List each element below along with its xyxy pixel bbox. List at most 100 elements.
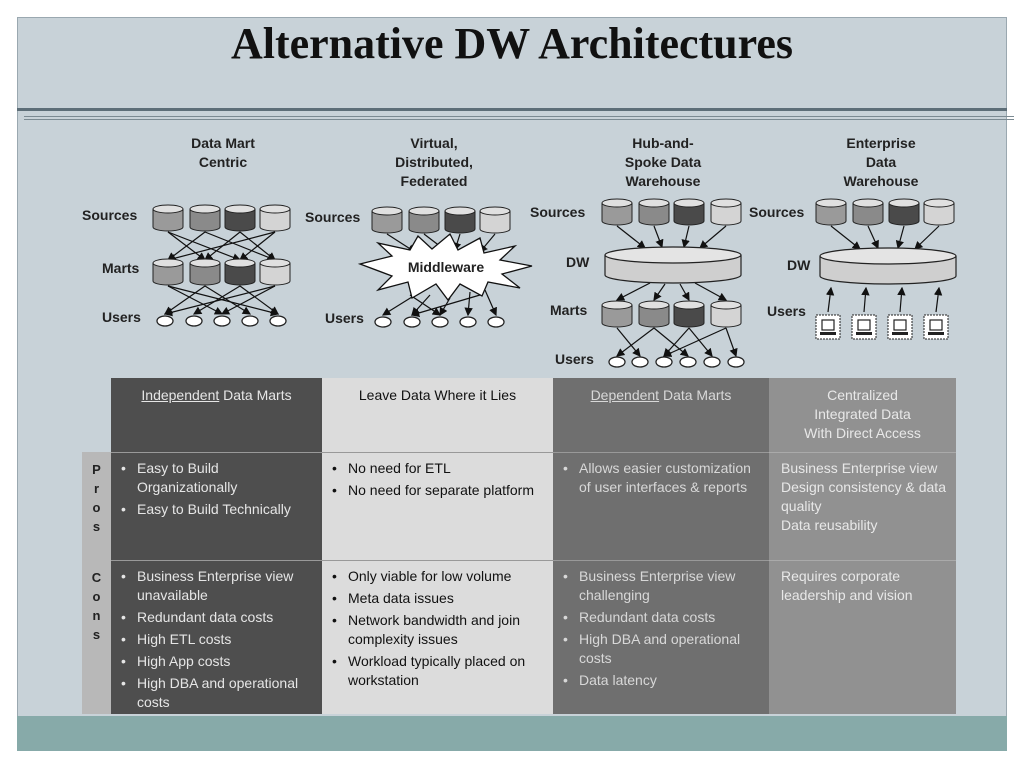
header-dependent-data-marts: Dependent Data Marts bbox=[553, 378, 769, 452]
user-icon bbox=[374, 316, 392, 328]
mart-cylinder bbox=[710, 300, 742, 328]
flow-arrow bbox=[653, 283, 666, 301]
cons-letter: n bbox=[92, 608, 101, 623]
user-icon bbox=[213, 315, 231, 327]
col4-title-line: Warehouse bbox=[844, 173, 919, 189]
flow-arrow bbox=[464, 291, 473, 317]
header-text: Leave Data Where it Lies bbox=[358, 387, 517, 403]
flow-arrow bbox=[616, 225, 646, 249]
flow-arrow bbox=[830, 225, 861, 250]
mart-cylinder bbox=[673, 300, 705, 328]
mart-cylinder bbox=[601, 300, 633, 328]
workstation-icon bbox=[923, 314, 949, 340]
cons-item: Requires corporate leadership and vision bbox=[781, 568, 913, 603]
flow-arrow bbox=[694, 282, 728, 301]
pros-dependent-cell: Allows easier customization of user inte… bbox=[553, 452, 769, 560]
pros-federated-cell: No need for ETL No need for separate pla… bbox=[322, 452, 553, 560]
flow-arrow bbox=[867, 225, 879, 250]
flow-arrow bbox=[679, 283, 690, 302]
flow-arrow bbox=[897, 286, 906, 313]
cons-centralized-cell: Requires corporate leadership and vision bbox=[769, 560, 956, 714]
source-cylinder bbox=[408, 206, 440, 234]
col2-users-label: Users bbox=[325, 310, 364, 326]
col4-title-line: Enterprise bbox=[846, 135, 915, 151]
col2-title: Virtual, Distributed, Federated bbox=[395, 135, 473, 189]
pros-letter: s bbox=[92, 519, 101, 534]
user-icon bbox=[241, 315, 259, 327]
mart-cylinder bbox=[152, 258, 184, 286]
flow-arrow bbox=[204, 285, 252, 315]
source-cylinder bbox=[638, 198, 670, 226]
cons-item: High DBA and operational costs bbox=[563, 630, 763, 668]
mart-cylinder bbox=[259, 258, 291, 286]
cons-item: High App costs bbox=[121, 652, 316, 671]
cons-dependent-cell: Business Enterprise view challenging Red… bbox=[553, 560, 769, 714]
cons-item: Business Enterprise view unavailable bbox=[121, 567, 316, 605]
cons-item: High ETL costs bbox=[121, 630, 316, 649]
col1-title-line: Data Mart bbox=[191, 135, 255, 151]
col3-title-line: Hub-and- bbox=[632, 135, 694, 151]
header-line: Centralized bbox=[827, 387, 898, 403]
pros-item: Easy to Build Technically bbox=[121, 500, 316, 519]
col4-dw-label: DW bbox=[787, 257, 811, 273]
middleware-label: Middleware bbox=[408, 259, 484, 275]
header-rest: Data Marts bbox=[659, 387, 732, 403]
flow-arrow bbox=[615, 282, 651, 301]
pros-item: Data reusability bbox=[781, 517, 878, 533]
col4-users-label: Users bbox=[767, 303, 806, 319]
user-icon bbox=[608, 356, 626, 368]
flow-arrow bbox=[409, 294, 441, 316]
source-cylinder bbox=[259, 204, 291, 232]
cons-item: Only viable for low volume bbox=[332, 567, 547, 586]
pros-item: Allows easier customization of user inte… bbox=[563, 459, 763, 497]
col3-sources-label: Sources bbox=[530, 204, 585, 220]
flow-arrow bbox=[239, 285, 279, 315]
workstation-icon bbox=[887, 314, 913, 340]
pros-letter: P bbox=[92, 462, 101, 477]
cons-row-label: C o n s bbox=[82, 560, 111, 714]
slide-title: Alternative DW Architectures bbox=[230, 19, 794, 68]
user-icon bbox=[703, 356, 721, 368]
flow-arrow bbox=[616, 327, 655, 357]
cons-letter: s bbox=[92, 627, 101, 642]
col4-title-line: Data bbox=[866, 154, 897, 170]
title-divider-thin bbox=[24, 116, 1014, 117]
source-cylinder bbox=[601, 198, 633, 226]
col2-title-line: Virtual, bbox=[410, 135, 457, 151]
flow-arrow bbox=[825, 286, 835, 313]
col4-title: Enterprise Data Warehouse bbox=[844, 135, 919, 189]
col3-dw-cylinder bbox=[604, 246, 742, 284]
flow-arrow bbox=[688, 327, 713, 357]
middleware-burst bbox=[357, 232, 533, 302]
source-cylinder bbox=[710, 198, 742, 226]
footer-band bbox=[17, 716, 1007, 751]
col3-dw-label: DW bbox=[566, 254, 590, 270]
flow-arrow bbox=[204, 231, 277, 262]
cons-independent-cell: Business Enterprise view unavailable Red… bbox=[111, 560, 322, 714]
col3-users-label: Users bbox=[555, 351, 594, 367]
header-rest: Data Marts bbox=[219, 387, 292, 403]
flow-arrow bbox=[439, 297, 451, 317]
source-cylinder bbox=[224, 204, 256, 232]
header-line: With Direct Access bbox=[804, 425, 921, 441]
col2-sources-label: Sources bbox=[305, 209, 360, 225]
col2-title-line: Distributed, bbox=[395, 154, 473, 170]
col4-dw-cylinder bbox=[819, 247, 957, 285]
cons-item: Network bandwidth and join complexity is… bbox=[332, 611, 547, 649]
mart-cylinder bbox=[189, 258, 221, 286]
cons-item: Data latency bbox=[563, 671, 763, 690]
flow-arrow bbox=[239, 231, 276, 261]
user-icon bbox=[459, 316, 477, 328]
source-cylinder bbox=[152, 204, 184, 232]
workstation-icon bbox=[851, 314, 877, 340]
flow-arrow bbox=[220, 285, 276, 315]
flow-arrow bbox=[653, 225, 664, 249]
col3-marts-label: Marts bbox=[550, 302, 588, 318]
user-icon bbox=[403, 316, 421, 328]
source-cylinder bbox=[923, 198, 955, 226]
user-icon bbox=[655, 356, 673, 368]
flow-arrow bbox=[662, 327, 727, 357]
title-divider-thin-2 bbox=[24, 119, 1014, 120]
header-underlined-word: Dependent bbox=[590, 387, 660, 403]
